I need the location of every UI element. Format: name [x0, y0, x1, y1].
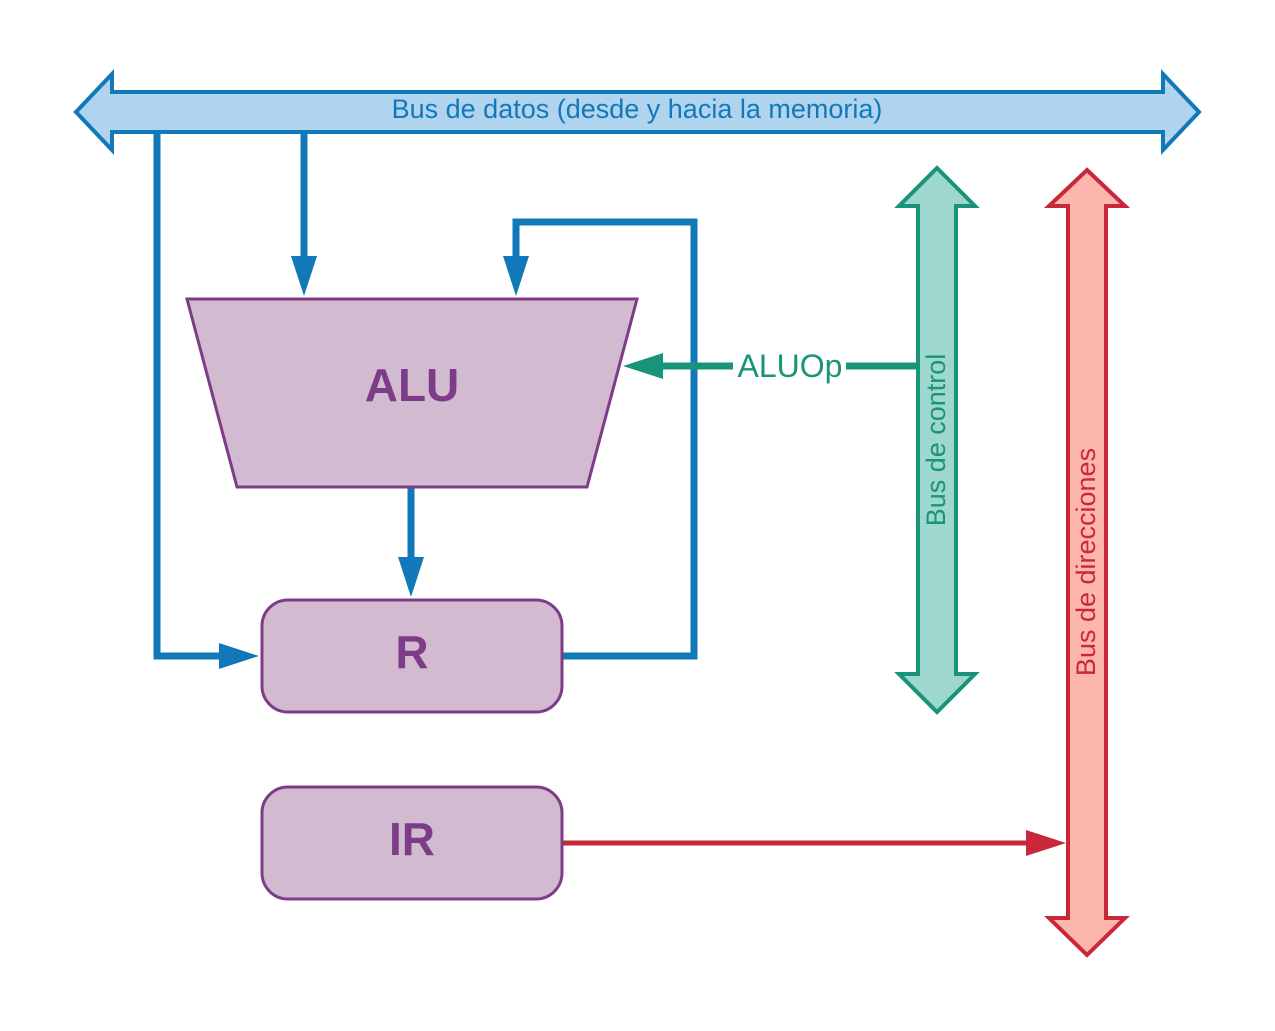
- aluop-signal: ALUOp: [623, 348, 918, 384]
- ir-register-box: [260, 785, 564, 901]
- arrowhead-ir-to-address-bus: [1026, 830, 1066, 856]
- alu-label: ALU: [365, 359, 460, 411]
- data-bus-arrow: [73, 68, 1202, 156]
- wire-r-feedback-to-alu: [512, 218, 698, 660]
- arrowhead-alu-to-r: [398, 557, 424, 597]
- alu-shape: [185, 297, 639, 489]
- control-bus-arrow: [894, 165, 980, 715]
- data-bus-label: Bus de datos (desde y hacia la memoria): [392, 94, 883, 124]
- aluop-label: ALUOp: [738, 348, 843, 384]
- arrowhead-feedback-to-alu: [503, 256, 529, 296]
- data-connections: [153, 132, 698, 660]
- data-bus: Bus de datos (desde y hacia la memoria): [73, 68, 1202, 156]
- control-bus: Bus de control: [894, 165, 980, 715]
- arrowhead-bus-to-r: [219, 643, 259, 669]
- r-register-box: [260, 598, 564, 714]
- ir-register: IR: [260, 785, 564, 901]
- control-bus-label: Bus de control: [921, 354, 951, 527]
- ir-register-label: IR: [389, 813, 435, 865]
- alu-block: ALU: [185, 297, 639, 489]
- arrowhead-aluop-to-alu: [623, 353, 663, 379]
- r-register: R: [260, 598, 564, 714]
- data-arrowheads: [219, 256, 529, 669]
- address-bus-label: Bus de direcciones: [1071, 448, 1101, 676]
- address-bus-arrow: [1043, 167, 1131, 958]
- wire-bus-to-r: [153, 132, 220, 660]
- arrowhead-bus-to-alu: [291, 256, 317, 296]
- ir-to-address-connection: [562, 830, 1066, 856]
- r-register-label: R: [395, 626, 428, 678]
- address-bus: Bus de direcciones: [1043, 167, 1131, 958]
